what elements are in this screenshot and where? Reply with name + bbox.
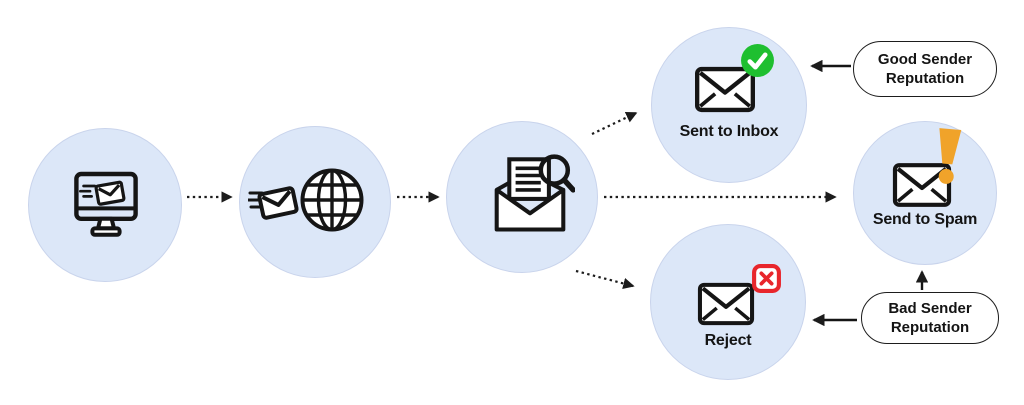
node-sent-to-inbox: Sent to Inbox — [651, 27, 807, 183]
arrow-inspection-to-inbox — [591, 112, 638, 135]
callout-bad-sender-reputation: Bad Sender Reputation — [861, 292, 999, 344]
email-to-globe-icon — [248, 168, 364, 232]
arrow-inspection-to-reject — [575, 269, 635, 290]
callout-good-sender-reputation: Good Sender Reputation — [853, 41, 997, 97]
callout-bad-label: Bad Sender Reputation — [888, 300, 972, 336]
callout-good-label: Good Sender Reputation — [877, 51, 973, 87]
computer-sending-email-icon — [74, 171, 138, 237]
node-email-inspection — [446, 121, 598, 273]
node-reject: Reject — [650, 224, 806, 380]
email-warning-icon — [892, 163, 952, 207]
node-sender-computer — [28, 128, 182, 282]
x-badge-icon — [752, 264, 781, 293]
node-label-send-to-spam: Send to Spam — [872, 211, 978, 228]
node-send-to-spam: Send to Spam — [853, 121, 997, 265]
node-label-reject: Reject — [704, 332, 752, 349]
node-label-sent-to-inbox: Sent to Inbox — [679, 123, 779, 140]
email-check-icon — [695, 66, 755, 113]
email-rejected-icon — [697, 282, 755, 326]
node-email-over-internet — [239, 126, 391, 278]
check-badge-icon — [741, 44, 774, 77]
open-email-magnifier-icon — [494, 154, 575, 232]
exclamation-badge-icon — [938, 128, 962, 184]
